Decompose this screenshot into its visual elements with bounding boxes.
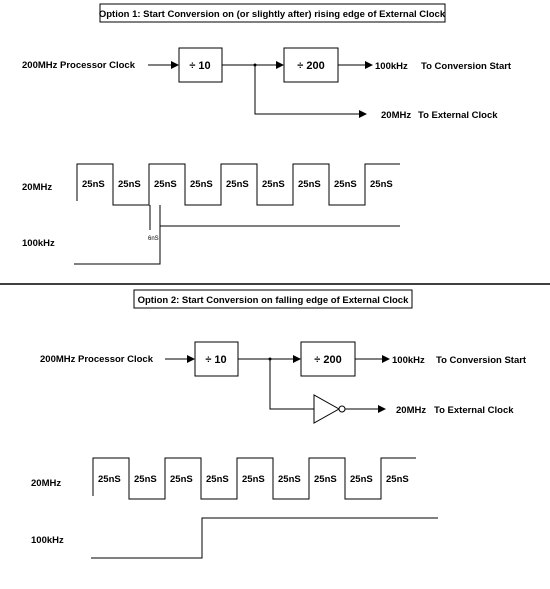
option2-wave-label-20mhz: 20MHz	[31, 478, 61, 489]
option2-out-freq: 100kHz	[392, 355, 425, 366]
inverter-bubble-icon	[338, 405, 346, 413]
option2-title-box	[133, 289, 413, 309]
option2-ext-freq: 20MHz	[396, 405, 426, 416]
option1-period-2: 25nS	[118, 179, 141, 190]
option1-divide-10-label: ÷ 10	[189, 60, 210, 72]
option2-input-label: 200MHz Processor Clock	[40, 354, 154, 365]
option2-period-3: 25nS	[170, 474, 193, 485]
option1-period-8: 25nS	[334, 179, 357, 190]
option1-wave-label-100khz: 100kHz	[22, 238, 55, 249]
option2-divide-10-label: ÷ 10	[205, 354, 226, 366]
option1-divide-200-label: ÷ 200	[297, 60, 324, 72]
option2-divide-200-box	[300, 341, 356, 377]
option2-period-6: 25nS	[278, 474, 301, 485]
option1-period-6: 25nS	[262, 179, 285, 190]
option1-period-4: 25nS	[190, 179, 213, 190]
option2-period-8: 25nS	[350, 474, 373, 485]
option1-period-9: 25nS	[370, 179, 393, 190]
option2-period-2: 25nS	[134, 474, 157, 485]
option1-100khz-wave	[74, 225, 400, 265]
option1-period-1: 25nS	[82, 179, 105, 190]
option1-delay-label: 6nS	[148, 236, 159, 242]
option2-100khz-wave	[91, 517, 438, 559]
option1-out-freq: 100kHz	[375, 61, 408, 72]
option1-section: Option 1: Start Conversion on (or slight…	[22, 3, 512, 265]
option1-ext-freq: 20MHz	[381, 110, 411, 121]
option2-divide-200-label: ÷ 200	[314, 354, 341, 366]
option1-period-5: 25nS	[226, 179, 249, 190]
option1-divide-200-box	[283, 47, 339, 83]
option2-period-7: 25nS	[314, 474, 337, 485]
option1-20mhz-wave	[76, 163, 400, 206]
option1-divide-10-box	[178, 47, 223, 83]
option1-title-box	[99, 3, 446, 23]
option2-ext-label: To External Clock	[434, 405, 514, 416]
option2-period-4: 25nS	[206, 474, 229, 485]
option1-out-label: To Conversion Start	[421, 61, 512, 72]
option2-period-1: 25nS	[98, 474, 121, 485]
option1-branch-wire	[254, 65, 367, 118]
option2-out-label: To Conversion Start	[436, 355, 527, 366]
option2-title: Option 2: Start Conversion on falling ed…	[138, 295, 409, 306]
option1-period-3: 25nS	[154, 179, 177, 190]
option2-branch-wire	[269, 359, 314, 410]
option2-period-5: 25nS	[242, 474, 265, 485]
option1-wave-label-20mhz: 20MHz	[22, 182, 52, 193]
option2-section: Option 2: Start Conversion on falling ed…	[31, 289, 527, 559]
option2-period-9: 25nS	[386, 474, 409, 485]
inverter-triangle-icon	[313, 394, 341, 424]
option1-input-label: 200MHz Processor Clock	[22, 60, 136, 71]
option1-title: Option 1: Start Conversion on (or slight…	[99, 9, 446, 20]
option2-20mhz-wave	[92, 457, 416, 500]
option1-ext-label: To External Clock	[418, 110, 498, 121]
option2-wave-label-100khz: 100kHz	[31, 535, 64, 546]
option1-period-7: 25nS	[298, 179, 321, 190]
